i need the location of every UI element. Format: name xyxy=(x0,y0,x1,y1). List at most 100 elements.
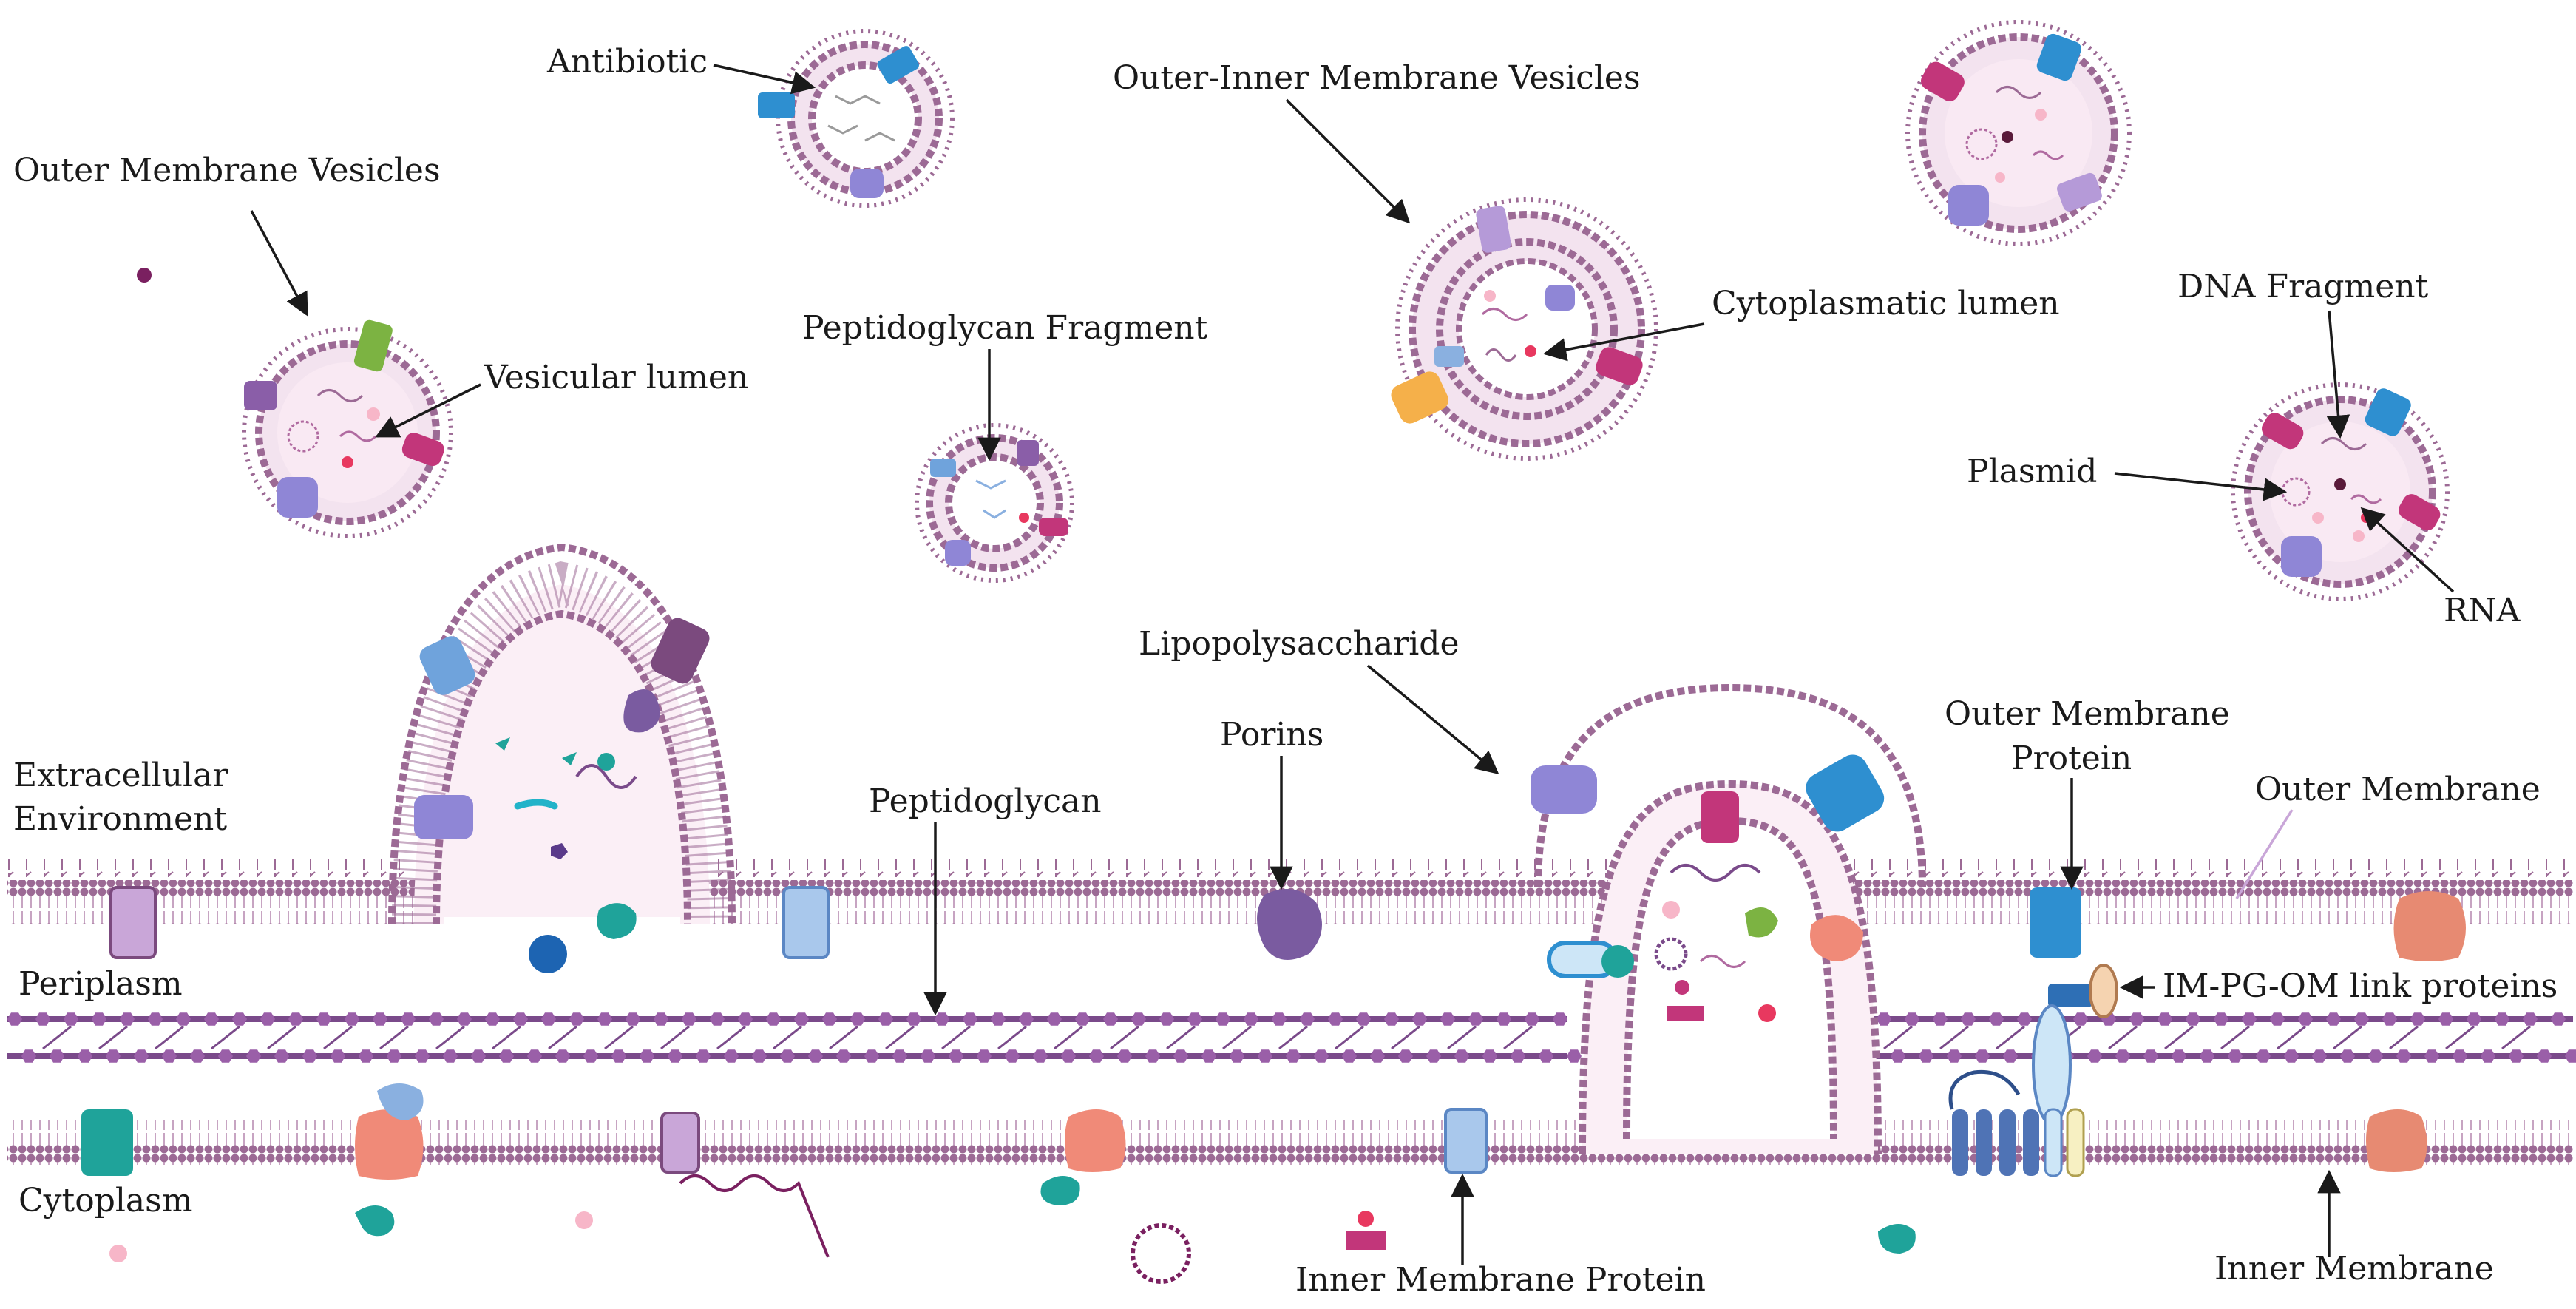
blue-link-protein-icon xyxy=(2048,984,2092,1007)
vesicle-outer-membrane xyxy=(242,319,453,538)
peptidoglycan-node xyxy=(991,1012,1006,1026)
teal-peptide-icon xyxy=(514,799,558,810)
light-blue-link-protein-icon xyxy=(2032,1004,2072,1126)
label-extracellular-environment-line1: Extracellular xyxy=(13,757,228,794)
peptidoglycan-node xyxy=(2003,1049,2018,1063)
peptidoglycan-node xyxy=(892,1049,907,1063)
antibiotic-molecule-icon xyxy=(827,95,895,142)
teal-triangle-icon xyxy=(562,752,577,765)
peptidoglycan-node xyxy=(682,1012,696,1026)
budding-outer-membrane-vesicle xyxy=(388,543,736,939)
blue-protein-icon xyxy=(2365,388,2411,436)
peptidoglycan-node xyxy=(1258,1049,1272,1063)
peptidoglycan-node xyxy=(1905,1012,1919,1026)
peptidoglycan-node xyxy=(499,1049,514,1063)
dark-dot-icon xyxy=(2334,478,2346,490)
teal-molecule-icon xyxy=(597,753,615,771)
peptidoglycan-node xyxy=(2186,1012,2200,1026)
peptidoglycan-node xyxy=(654,1012,668,1026)
peptidoglycan-node xyxy=(1567,1049,1582,1063)
pink-dot-icon xyxy=(2312,512,2324,524)
dna-strand-icon xyxy=(316,389,364,402)
rna-strand-icon xyxy=(679,1174,830,1258)
magenta-inner-membrane-protein-icon xyxy=(1701,791,1739,843)
label-antibiotic: Antibiotic xyxy=(546,43,708,81)
peptidoglycan-node xyxy=(1525,1012,1539,1026)
label-outer-membrane-protein-line2: Protein xyxy=(2011,740,2132,777)
peptidoglycan-node xyxy=(527,1049,542,1063)
peptidoglycan-crosslink xyxy=(1278,1025,1308,1050)
peptidoglycan-node xyxy=(2256,1049,2271,1063)
peptidoglycan-node xyxy=(766,1012,781,1026)
magenta-protein-icon xyxy=(2262,413,2304,450)
peptidoglycan-node xyxy=(1089,1049,1104,1063)
rna-strand-icon xyxy=(2032,150,2064,160)
peptidoglycan-node xyxy=(1047,1012,1062,1026)
peptidoglycan-node xyxy=(2354,1012,2369,1026)
peptidoglycan-node xyxy=(724,1049,739,1063)
peptidoglycan-node xyxy=(471,1049,486,1063)
magenta-protein-icon xyxy=(1596,347,1643,385)
peptidoglycan-crosslink xyxy=(2445,1025,2475,1050)
peptidoglycan-node xyxy=(50,1049,64,1063)
peptidoglycan-crosslink xyxy=(1054,1025,1083,1050)
blue-protein-cap-icon xyxy=(377,1083,424,1120)
peptidoglycan-node xyxy=(1286,1049,1301,1063)
lavender-protein-icon xyxy=(1476,206,1511,253)
lavender-protein-icon xyxy=(2281,536,2322,577)
peptidoglycan-node xyxy=(331,1049,345,1063)
salmon-inner-membrane-protein-icon xyxy=(355,1109,424,1180)
peptidoglycan-node xyxy=(513,1012,528,1026)
light-blue-porin-icon xyxy=(782,886,830,959)
peptidoglycan-crosslink xyxy=(1939,1025,1969,1050)
peptidoglycan-node xyxy=(1187,1012,1202,1026)
peptidoglycan-node xyxy=(1989,1012,2004,1026)
peptidoglycan-crosslink xyxy=(1391,1025,1420,1050)
peptidoglycan-node xyxy=(1891,1049,1905,1063)
peptidoglycan-node xyxy=(2073,1012,2088,1026)
vesicle-antibiotic xyxy=(758,29,955,208)
peptidoglycan-crosslink xyxy=(42,1025,72,1050)
peptidoglycan-node xyxy=(1173,1049,1188,1063)
pink-dot-icon xyxy=(2353,530,2365,542)
peptidoglycan-node xyxy=(963,1012,977,1026)
peptidoglycan-node xyxy=(1370,1049,1385,1063)
peptidoglycan-node xyxy=(1019,1012,1034,1026)
peptidoglycan-node xyxy=(1398,1049,1413,1063)
peptidoglycan-node xyxy=(2396,1049,2411,1063)
teal-circle-icon xyxy=(1601,945,1634,978)
lavender-outer-membrane-protein-icon xyxy=(414,795,473,839)
peptidoglycan-node xyxy=(822,1012,837,1026)
peptidoglycan-node xyxy=(864,1049,879,1063)
peptidoglycan-node xyxy=(1244,1012,1258,1026)
label-lipopolysaccharide: Lipopolysaccharide xyxy=(1139,625,1460,663)
peptidoglycan-crosslink xyxy=(267,1025,296,1050)
magenta-protein-icon xyxy=(1039,518,1068,536)
pink-dot-icon xyxy=(1995,172,2005,183)
peptidoglycan-node xyxy=(1159,1012,1174,1026)
peptidoglycan-node xyxy=(541,1012,556,1026)
green-protein-icon xyxy=(1745,907,1778,938)
teal-inner-membrane-protein-icon xyxy=(81,1109,133,1176)
peptidoglycan-crosslink xyxy=(379,1025,409,1050)
red-dot-icon xyxy=(1358,1211,1374,1227)
peptidoglycan-node xyxy=(148,1012,163,1026)
peptidoglycan-node xyxy=(218,1049,233,1063)
peptidoglycan-crosslink xyxy=(211,1025,240,1050)
peptidoglycan-node xyxy=(1947,1049,1962,1063)
peptidoglycan-node xyxy=(1075,1012,1090,1026)
peptidoglycan-node xyxy=(274,1049,289,1063)
peptidoglycan-node xyxy=(2284,1049,2299,1063)
label-periplasm: Periplasm xyxy=(18,965,183,1003)
dna-strand-icon xyxy=(1995,86,2042,99)
label-outer-membrane-vesicles: Outer Membrane Vesicles xyxy=(13,152,441,189)
seven-transmembrane-protein-icon xyxy=(1948,1069,2085,1177)
lavender-protein-icon xyxy=(1948,185,1989,226)
peptidoglycan-node xyxy=(1342,1049,1357,1063)
label-peptidoglycan: Peptidoglycan xyxy=(869,782,1102,820)
peptidoglycan-node xyxy=(935,1012,949,1026)
peptidoglycan-node xyxy=(401,1012,416,1026)
peptidoglycan-node xyxy=(204,1012,219,1026)
arrow-antibiotic xyxy=(713,64,816,95)
peptidoglycan-node xyxy=(302,1049,317,1063)
